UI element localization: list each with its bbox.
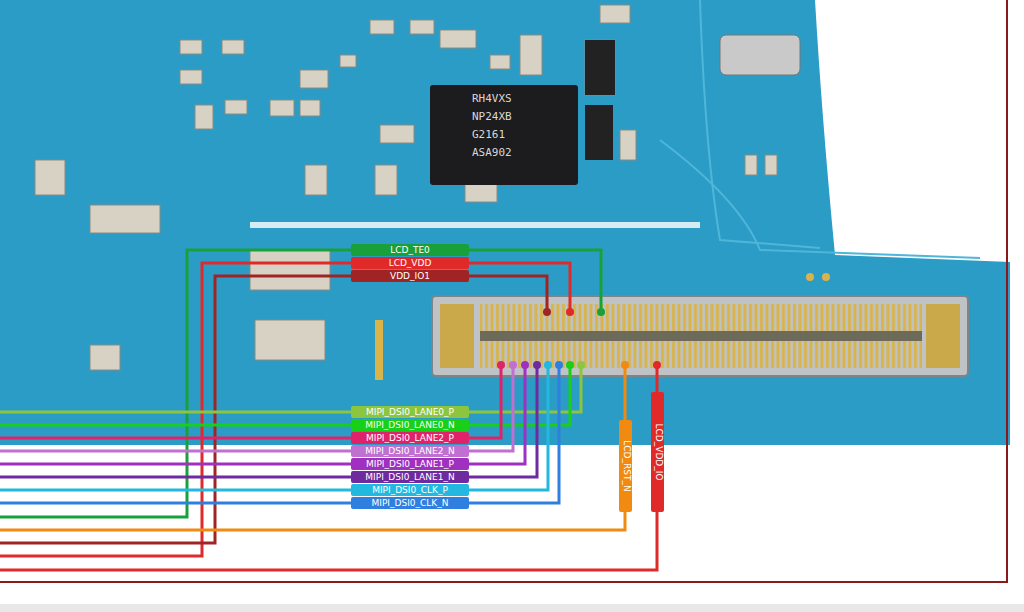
pin-dots bbox=[497, 308, 661, 369]
connector-end bbox=[926, 304, 960, 368]
signal-name: LCD_RST_N bbox=[620, 440, 631, 491]
connector-pins bbox=[480, 304, 922, 332]
pcb-trace bbox=[700, 0, 820, 248]
chip-marking: ASA902 bbox=[472, 146, 512, 159]
signal-tag: MIPI_DSI0_CLK_N bbox=[351, 497, 469, 509]
connector-end bbox=[440, 304, 474, 368]
pcb-trace bbox=[660, 140, 980, 258]
signal-name: MIPI_DSI0_LANE0_P bbox=[366, 407, 454, 418]
gold-pad bbox=[822, 273, 830, 281]
test-contact bbox=[720, 35, 800, 75]
gold-pad bbox=[375, 320, 383, 380]
signal-name: MIPI_DSI0_LANE0_N bbox=[365, 420, 454, 431]
signal-name: MIPI_DSI0_CLK_N bbox=[372, 498, 449, 509]
smd-inductor bbox=[585, 105, 613, 160]
signal-name: MIPI_DSI0_CLK_P bbox=[372, 485, 448, 496]
signal-name: VDD_IO1 bbox=[390, 271, 430, 282]
signal-name: MIPI_DSI0_LANE1_P bbox=[366, 459, 454, 470]
signal-tag: MIPI_DSI0_LANE0_P bbox=[351, 406, 469, 418]
pcb-trace bbox=[250, 222, 700, 228]
connector-pins bbox=[480, 340, 922, 368]
signal-name: MIPI_DSI0_LANE1_N bbox=[365, 472, 454, 483]
signal-tag: LCD_RST_N bbox=[619, 420, 632, 512]
chip-marking: NP24XB bbox=[472, 110, 512, 123]
signal-name: MIPI_DSI0_LANE2_P bbox=[366, 433, 454, 444]
pcb-board bbox=[0, 0, 1010, 445]
signal-name: LCD_TE0 bbox=[390, 245, 430, 256]
signal-tag: MIPI_DSI0_LANE2_N bbox=[351, 445, 469, 457]
chip-marking: G2161 bbox=[472, 128, 505, 141]
ic-chip bbox=[430, 85, 578, 185]
signal-name: LCD_VDD bbox=[389, 258, 432, 269]
smd-inductor bbox=[585, 40, 615, 95]
signal-name: LCD_VDD_IO bbox=[652, 424, 663, 481]
chip-marking: RH4VXS bbox=[472, 92, 512, 105]
signal-tag: LCD_VDD_IO bbox=[651, 392, 664, 512]
frame-line bbox=[0, 0, 1007, 582]
gold-pad bbox=[806, 273, 814, 281]
connector-slot bbox=[480, 331, 922, 341]
signal-tag: VDD_IO1 bbox=[351, 270, 469, 282]
signal-tag: LCD_VDD bbox=[351, 257, 469, 269]
signal-tag: MIPI_DSI0_LANE0_N bbox=[351, 419, 469, 431]
signal-tag: MIPI_DSI0_LANE1_N bbox=[351, 471, 469, 483]
signal-tag: MIPI_DSI0_LANE1_P bbox=[351, 458, 469, 470]
signal-tag: MIPI_DSI0_CLK_P bbox=[351, 484, 469, 496]
signal-wires bbox=[0, 250, 657, 570]
signal-tag: MIPI_DSI0_LANE2_P bbox=[351, 432, 469, 444]
board-connector bbox=[432, 296, 968, 376]
bottom-bar bbox=[0, 604, 1024, 612]
signal-tag: LCD_TE0 bbox=[351, 244, 469, 256]
signal-name: MIPI_DSI0_LANE2_N bbox=[365, 446, 454, 457]
